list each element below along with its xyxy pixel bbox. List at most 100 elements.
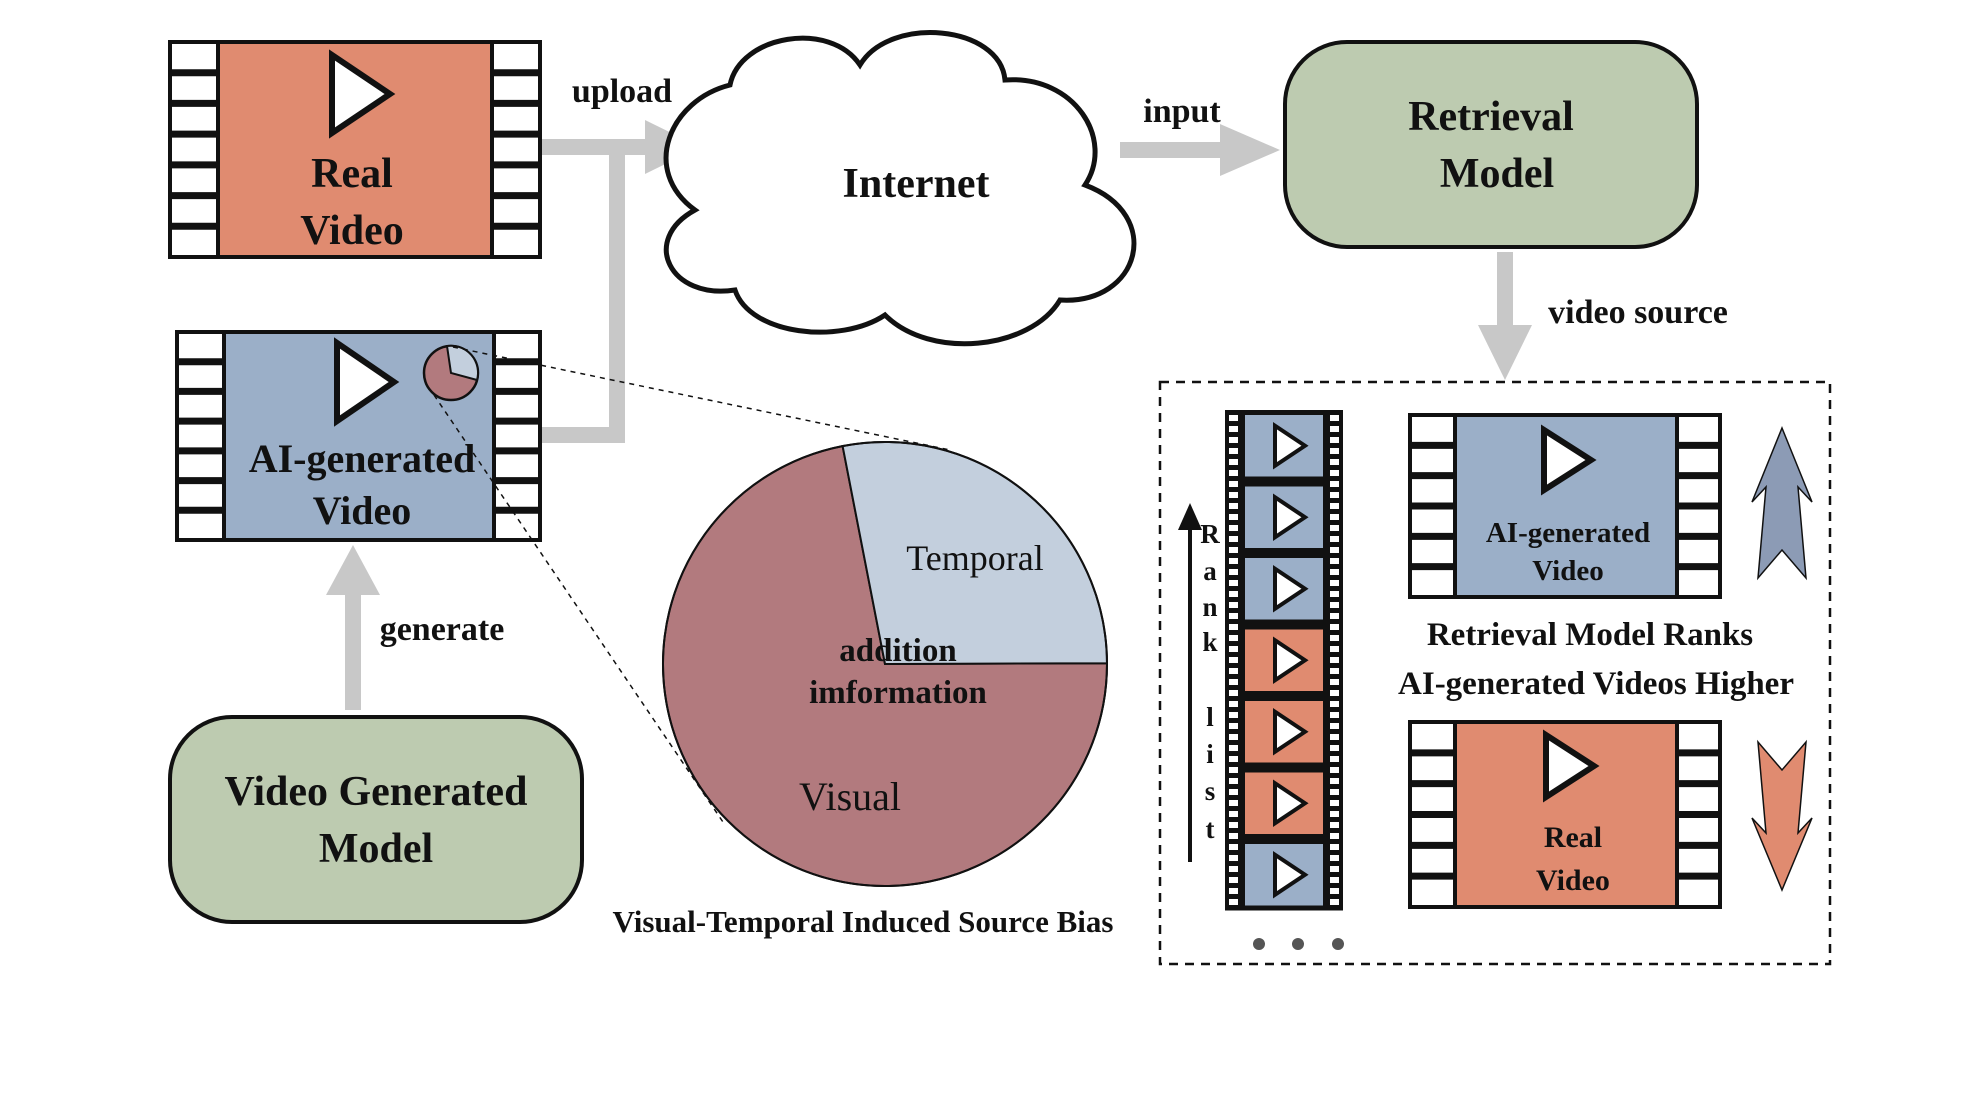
- strip-hole: [1229, 591, 1238, 597]
- strip-hole: [1330, 855, 1339, 861]
- strip-hole: [1330, 866, 1339, 872]
- strip-hole: [1229, 712, 1238, 718]
- strip-hole: [1229, 547, 1238, 553]
- play-icon: [1273, 636, 1309, 684]
- flow-arrows: [345, 139, 1513, 710]
- ai-video-label-2: Video: [313, 488, 412, 533]
- strip-hole: [1330, 789, 1339, 795]
- rank-letter: R: [1200, 519, 1220, 549]
- mini-pie-icon: [422, 344, 480, 402]
- strip-hole: [1229, 833, 1238, 839]
- strip-hole: [1330, 745, 1339, 751]
- real-video-label-2: Video: [300, 208, 403, 254]
- strip-hole: [1330, 712, 1339, 718]
- strip-hole: [1330, 624, 1339, 630]
- strip-hole: [1229, 767, 1238, 773]
- upload-label: upload: [572, 73, 672, 110]
- internet-cloud: Internet: [663, 30, 1137, 347]
- strip-hole: [1229, 470, 1238, 476]
- vgm-label-2: Model: [319, 826, 433, 872]
- generate-arrow-head: [326, 545, 380, 595]
- strip-hole: [1229, 866, 1238, 872]
- play-icon: [334, 337, 400, 427]
- strip-hole: [1330, 646, 1339, 652]
- strip-hole: [1330, 613, 1339, 619]
- ranked-real-label-2: Video: [1536, 864, 1610, 897]
- strip-hole: [1330, 525, 1339, 531]
- strip-hole: [1229, 481, 1238, 487]
- rank-up-arrow-icon: [1751, 426, 1813, 581]
- strip-hole: [1330, 822, 1339, 828]
- strip-hole: [1229, 624, 1238, 630]
- strip-hole: [1229, 602, 1238, 608]
- strip-hole: [1330, 668, 1339, 674]
- ai-upload-connector: [540, 147, 625, 443]
- strip-hole: [1330, 877, 1339, 883]
- strip-hole: [1229, 492, 1238, 498]
- rank-frame-ai: [1243, 484, 1325, 550]
- strip-hole: [1229, 888, 1238, 894]
- strip-hole: [1229, 635, 1238, 641]
- strip-hole: [1330, 756, 1339, 762]
- strip-hole: [1229, 811, 1238, 817]
- strip-hole: [1229, 822, 1238, 828]
- strip-hole: [1330, 415, 1339, 421]
- video-generated-model-box: Video Generated Model: [168, 715, 584, 924]
- rank-letter: i: [1206, 739, 1214, 769]
- strip-hole: [1330, 811, 1339, 817]
- ranked-real-label-1: Real: [1544, 821, 1602, 854]
- strip-hole: [1229, 514, 1238, 520]
- strip-hole: [1229, 844, 1238, 850]
- play-icon: [1273, 708, 1309, 756]
- strip-hole: [1229, 613, 1238, 619]
- rank-letter: a: [1203, 556, 1217, 586]
- strip-hole: [1229, 415, 1238, 421]
- play-icon: [329, 49, 396, 139]
- strip-hole: [1229, 789, 1238, 795]
- pie-label-temporal: Temporal: [906, 538, 1043, 578]
- strip-hole: [1330, 492, 1339, 498]
- strip-hole: [1229, 778, 1238, 784]
- rank-letter: n: [1202, 592, 1217, 622]
- strip-hole: [1330, 888, 1339, 894]
- pie-annotation-1: addition: [839, 633, 956, 669]
- strip-hole: [1330, 635, 1339, 641]
- ranks-caption-1: Retrieval Model Ranks: [1427, 617, 1753, 653]
- strip-hole: [1330, 459, 1339, 465]
- strip-hole: [1330, 426, 1339, 432]
- video-source-label: video source: [1548, 294, 1728, 331]
- strip-hole: [1330, 734, 1339, 740]
- strip-hole: [1229, 745, 1238, 751]
- retrieval-model-box: Retrieval Model: [1283, 40, 1699, 249]
- play-icon: [1273, 493, 1309, 541]
- strip-hole: [1330, 602, 1339, 608]
- strip-hole: [1229, 536, 1238, 542]
- strip-hole: [1229, 437, 1238, 443]
- strip-hole: [1330, 701, 1339, 707]
- ranking-panel-border: [1158, 380, 1832, 966]
- zoom-lines: [433, 346, 951, 826]
- strip-hole: [1330, 470, 1339, 476]
- strip-hole: [1229, 855, 1238, 861]
- strip-hole: [1330, 679, 1339, 685]
- retrieval-label-1: Retrieval: [1408, 94, 1574, 140]
- generate-label: generate: [380, 611, 505, 648]
- ranked-ai-label-2: Video: [1532, 555, 1603, 587]
- real-video-label-1: Real: [311, 151, 393, 197]
- strip-hole: [1330, 690, 1339, 696]
- strip-hole: [1330, 591, 1339, 597]
- source-bias-pie-chart: Temporal Visual addition imformation: [662, 441, 1109, 888]
- play-icon: [1273, 779, 1309, 827]
- strip-hole: [1229, 756, 1238, 762]
- rank-arrow-head: [1178, 503, 1202, 530]
- strip-hole: [1229, 657, 1238, 663]
- strip-hole: [1330, 514, 1339, 520]
- strip-hole: [1229, 800, 1238, 806]
- strip-hole: [1330, 569, 1339, 575]
- strip-hole: [1229, 701, 1238, 707]
- film-holes-right: [492, 69, 540, 230]
- strip-hole: [1229, 734, 1238, 740]
- strip-hole: [1229, 459, 1238, 465]
- rank-down-arrow-icon: [1751, 739, 1813, 892]
